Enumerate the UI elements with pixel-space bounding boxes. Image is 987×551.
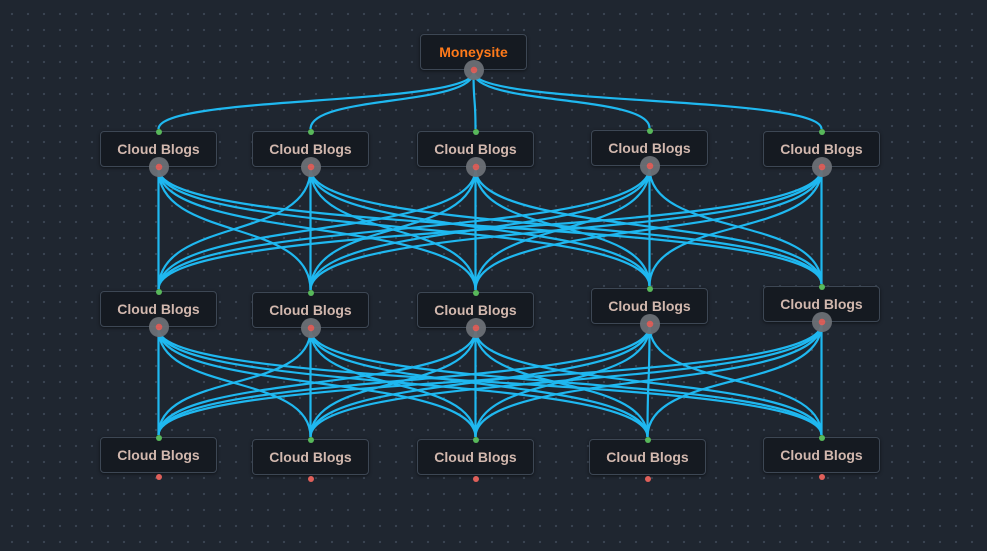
node-label: Cloud Blogs [117, 447, 200, 463]
edge-tier1-to-tier2[interactable] [309, 168, 823, 285]
node-label: Cloud Blogs [117, 141, 200, 157]
output-handle[interactable] [472, 476, 479, 482]
input-handle[interactable] [307, 129, 314, 135]
edge-tier1-to-tier2[interactable] [648, 167, 823, 285]
input-handle[interactable] [818, 129, 825, 135]
node-tier1-1[interactable]: Cloud Blogs [100, 129, 217, 177]
node-tier1-4[interactable]: Cloud Blogs [591, 128, 708, 176]
edge-tier2-to-tier3[interactable] [309, 329, 649, 438]
edge-tier2-to-tier3[interactable] [157, 323, 823, 436]
output-handle[interactable] [148, 317, 169, 337]
edge-tier1-to-tier2[interactable] [157, 168, 312, 290]
input-handle[interactable] [646, 286, 653, 292]
edge-root-to-tier1[interactable] [472, 71, 477, 130]
node-tier3-1[interactable]: Cloud Blogs [100, 435, 217, 480]
node-label: Cloud Blogs [434, 302, 517, 318]
node-label: Cloud Blogs [269, 141, 352, 157]
node-tier2-3[interactable]: Cloud Blogs [417, 290, 534, 338]
edge-tier2-to-tier3[interactable] [157, 329, 312, 436]
node-label: Moneysite [439, 44, 508, 60]
output-handle[interactable] [463, 60, 484, 80]
edge-tier1-to-tier2[interactable] [474, 168, 651, 287]
node-moneysite[interactable]: Moneysite [420, 34, 527, 80]
node-tier2-1[interactable]: Cloud Blogs [100, 289, 217, 337]
output-handle[interactable] [465, 157, 486, 177]
edge-tier2-to-tier3[interactable] [309, 323, 823, 438]
node-tier1-2[interactable]: Cloud Blogs [252, 129, 369, 177]
edge-tier1-to-tier2[interactable] [157, 167, 651, 290]
edge-root-to-tier1[interactable] [472, 71, 823, 130]
output-handle[interactable] [155, 474, 162, 480]
node-tier2-5[interactable]: Cloud Blogs [763, 284, 880, 332]
output-handle[interactable] [811, 157, 832, 177]
node-label: Cloud Blogs [117, 301, 200, 317]
node-label: Cloud Blogs [780, 296, 863, 312]
input-handle[interactable] [644, 437, 651, 443]
node-tier3-3[interactable]: Cloud Blogs [417, 437, 534, 482]
node-label: Cloud Blogs [434, 449, 517, 465]
edge-tier2-to-tier3[interactable] [309, 329, 823, 436]
edge-tier2-to-tier3[interactable] [309, 325, 651, 438]
edge-tier1-to-tier2[interactable] [157, 168, 823, 290]
edge-root-to-tier1[interactable] [157, 71, 475, 130]
input-handle[interactable] [646, 128, 653, 134]
input-handle[interactable] [472, 437, 479, 443]
node-tier3-5[interactable]: Cloud Blogs [763, 435, 880, 480]
output-handle[interactable] [644, 476, 651, 482]
edge-tier2-to-tier3[interactable] [646, 323, 823, 438]
edge-tier2-to-tier3[interactable] [474, 323, 823, 438]
edge-tier2-to-tier3[interactable] [157, 328, 649, 438]
output-handle[interactable] [818, 474, 825, 480]
edge-root-to-tier1[interactable] [309, 71, 475, 130]
edge-tier2-to-tier3[interactable] [157, 328, 823, 436]
edge-tier1-to-tier2[interactable] [309, 168, 651, 287]
node-tier1-3[interactable]: Cloud Blogs [417, 129, 534, 177]
edge-tier1-to-tier2[interactable] [157, 168, 477, 290]
node-label: Cloud Blogs [434, 141, 517, 157]
edge-tier2-to-tier3[interactable] [157, 325, 651, 436]
node-tier2-4[interactable]: Cloud Blogs [591, 286, 708, 334]
edge-tier2-to-tier3[interactable] [309, 329, 477, 438]
node-tier2-2[interactable]: Cloud Blogs [252, 290, 369, 338]
input-handle[interactable] [307, 437, 314, 443]
edge-tier1-to-tier2[interactable] [474, 168, 823, 291]
input-handle[interactable] [155, 435, 162, 441]
node-tier1-5[interactable]: Cloud Blogs [763, 129, 880, 177]
node-label: Cloud Blogs [780, 141, 863, 157]
output-handle[interactable] [300, 157, 321, 177]
edge-tier2-to-tier3[interactable] [474, 329, 649, 438]
node-label: Cloud Blogs [269, 302, 352, 318]
node-label: Cloud Blogs [608, 140, 691, 156]
node-label: Cloud Blogs [780, 447, 863, 463]
output-handle[interactable] [465, 318, 486, 338]
edge-tier2-to-tier3[interactable] [157, 329, 477, 436]
node-label: Cloud Blogs [608, 298, 691, 314]
output-handle[interactable] [639, 314, 660, 334]
node-tier3-4[interactable]: Cloud Blogs [589, 437, 706, 482]
edge-tier1-to-tier2[interactable] [648, 168, 823, 287]
input-handle[interactable] [818, 435, 825, 441]
output-handle[interactable] [639, 156, 660, 176]
edge-root-to-tier1[interactable] [472, 71, 651, 129]
input-handle[interactable] [472, 290, 479, 296]
input-handle[interactable] [155, 129, 162, 135]
output-handle[interactable] [148, 157, 169, 177]
node-label: Cloud Blogs [269, 449, 352, 465]
output-handle[interactable] [300, 318, 321, 338]
node-label: Cloud Blogs [606, 449, 689, 465]
input-handle[interactable] [818, 284, 825, 290]
node-tier3-2[interactable]: Cloud Blogs [252, 437, 369, 482]
output-handle[interactable] [811, 312, 832, 332]
input-handle[interactable] [155, 289, 162, 295]
input-handle[interactable] [307, 290, 314, 296]
output-handle[interactable] [307, 476, 314, 482]
input-handle[interactable] [472, 129, 479, 135]
edge-tier1-to-tier2[interactable] [309, 168, 823, 291]
